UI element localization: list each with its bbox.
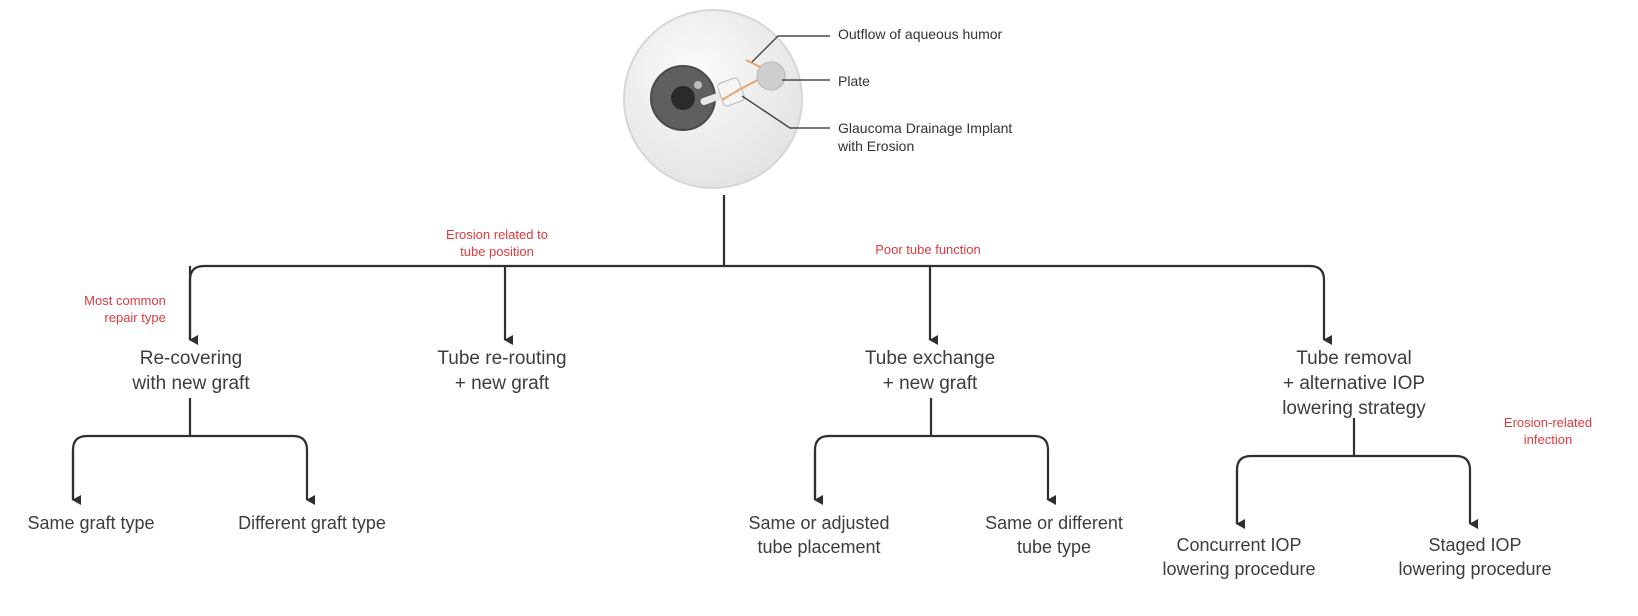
implant-leader-line (741, 95, 830, 129)
option-recover: Re-covering with new graft (132, 348, 250, 394)
removal-sub-branch-line (1235, 454, 1478, 529)
callout-outflow: Outflow of aqueous humor (838, 26, 1003, 42)
leaf-staged-iop: Staged IOP lowering procedure (1398, 535, 1552, 579)
plate-icon (756, 61, 786, 91)
option-reroute: Tube re-routing + new graft (437, 348, 567, 394)
option-removal: Tube removal + alternative IOP lowering … (1282, 348, 1426, 419)
callout-plate: Plate (838, 73, 870, 89)
leaf-same-adjusted-placement: Same or adjusted tube placement (748, 513, 890, 557)
outflow-leader-line (751, 35, 830, 63)
note-infection: Erosion-related infection (1503, 415, 1593, 447)
option-exchange: Tube exchange + new graft (864, 348, 996, 394)
reflection-icon (694, 81, 702, 89)
exchange-sub-branch-line (813, 434, 1056, 505)
eye-illustration (623, 9, 830, 189)
note-poor-function: Poor tube function (875, 242, 981, 257)
leaf-same-graft: Same graft type (27, 513, 155, 533)
recover-sub-branch-line (71, 434, 315, 505)
leaf-concurrent-iop: Concurrent IOP lowering procedure (1162, 535, 1316, 579)
leaf-different-graft: Different graft type (238, 513, 386, 533)
pupil-icon (671, 86, 695, 110)
main-branch-line (188, 264, 1332, 345)
tube-segment-icon (700, 91, 725, 106)
callout-implant: Glaucoma Drainage Implant with Erosion (838, 120, 1013, 154)
note-tube-position: Erosion related to tube position (446, 227, 548, 259)
leaf-same-different-tube: Same or different tube type (985, 513, 1123, 557)
note-most-common: Most common repair type (84, 293, 166, 325)
